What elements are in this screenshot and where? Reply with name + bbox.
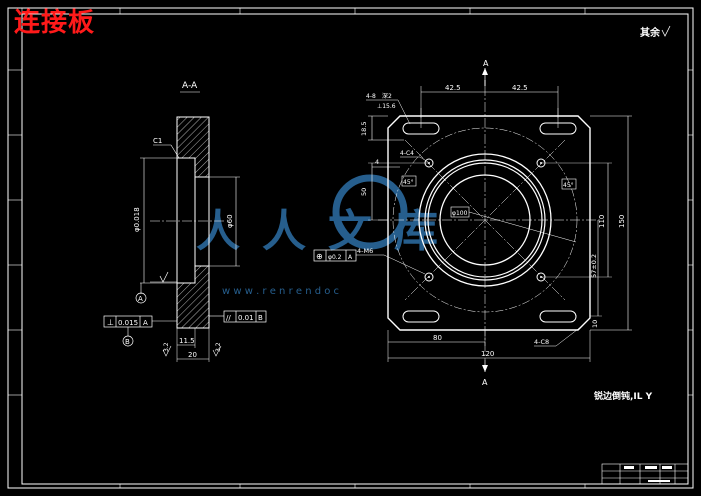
pos-tol-value: φ0.2 [328,254,342,261]
rough-2: 3.2 [215,342,222,352]
tech-note: 锐边倒钝,IL Y [594,390,653,402]
watermark-url: w w w . r e n r e n d o c [222,286,339,297]
chamfer-4c8: 4-C8 [534,338,549,346]
dim-top-right: 42.5 [512,84,528,92]
perp-tol-symbol: ⊥ [107,318,114,327]
section-upper-hatch [176,116,210,178]
roughness-note: 其余 [640,26,661,39]
section-lower-hatch [176,265,210,329]
rough-1: 3.2 [163,342,170,352]
border-ticks [8,8,693,488]
dim-80: 80 [433,334,442,342]
plan-view: A A [313,59,632,387]
dim-50: 50 [360,188,368,196]
drawing-title: 连接板 [14,8,96,38]
title-block-marks [624,466,672,482]
par-tol-value: 0.01 [238,314,254,322]
slot-note-2: 深2 [382,92,392,100]
pos-tol-frame [313,249,357,262]
title-block [601,463,689,485]
dim-left-top: 18.5 [360,122,368,136]
perp-tol-value: 0.015 [118,319,138,327]
section-arrow-bottom: A [482,378,488,387]
par-tol-symbol: // [226,314,231,322]
section-view: A-A C1 φ0.018 φ60 [103,81,267,362]
datum-b-circle [122,335,134,347]
par-tol-datum: B [258,314,263,322]
section-arrow-top: A [483,59,489,68]
hole-note: 4-M6 [357,247,373,255]
dim-10: 10 [591,320,599,328]
dim-4: 4 [375,158,379,166]
watermark: 人人文库 w w w . r e n r e n d o c [196,174,438,297]
dim-width: 20 [188,351,197,359]
dim-110: 110 [598,215,606,228]
datum-b: B [125,338,130,346]
slots [402,122,577,323]
datum-a: A [138,295,143,303]
dim-dia-big: φ0.018 [133,207,141,232]
angle-45-left: 45° [403,179,414,186]
roughness-symbol [661,25,671,37]
angle-45-right: 45° [563,182,574,189]
outer-border [7,7,694,489]
chamfer-4c4: 4-C4 [400,150,414,157]
section-label: A-A [182,81,198,91]
dim-tol: 57±0.2 [590,254,598,278]
dim-dia-small: φ60 [226,214,234,228]
dia-100: φ100 [452,210,468,217]
par-tol-frame [223,310,267,323]
section-web [176,157,196,284]
dim-150: 150 [618,215,626,228]
dim-120: 120 [481,350,494,358]
datum-a-circle [135,292,147,304]
pos-tol-symbol: ⊕ [316,252,323,261]
dim-top-left: 42.5 [445,84,461,92]
perp-tol-datum: A [143,319,148,327]
slot-sub: ⊥15.6 [377,103,396,110]
pos-tol-datum: A [348,254,353,261]
slot-note: 4-8 [366,93,376,100]
chamfer-c1: C1 [153,137,162,145]
plate-outline [387,115,591,331]
dim-thickness: 11.5 [179,337,195,345]
